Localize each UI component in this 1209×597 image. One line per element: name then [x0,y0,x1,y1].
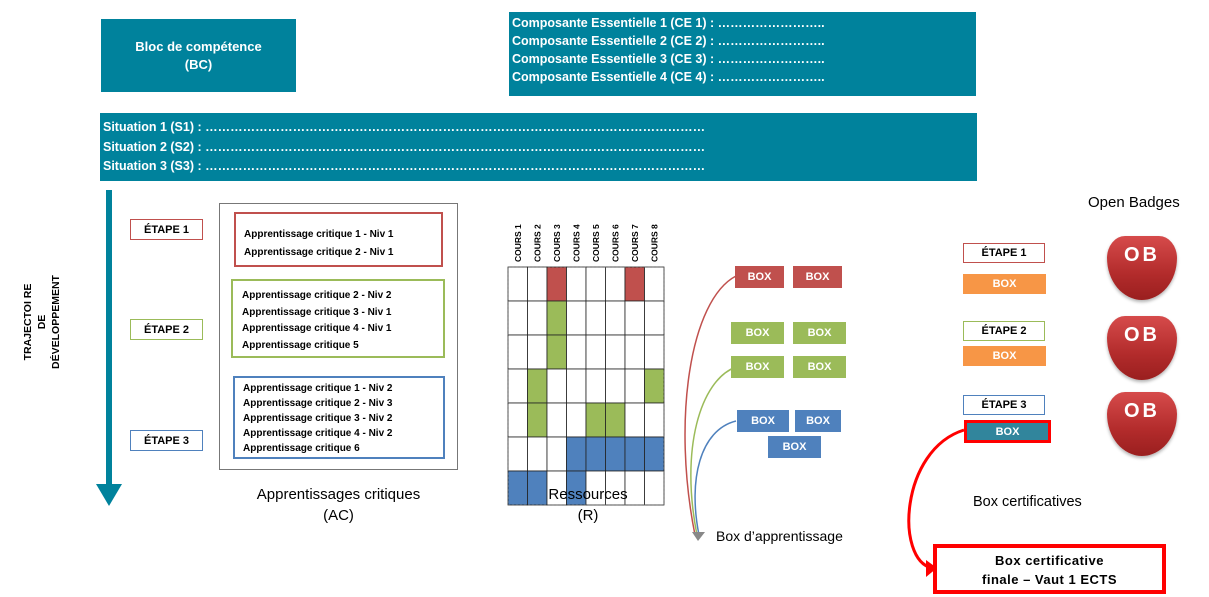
composante-3: Composante Essentielle 3 (CE 3) : ………………… [512,52,825,66]
box-blue-3: BOX [768,436,821,458]
course-label: COURS 4 [571,224,581,262]
ac-item: Apprentissage critique 4 - Niv 2 [243,428,393,439]
cert-etape-3: ÉTAPE 3 [963,395,1045,415]
trajectory-arrow-head [96,484,122,506]
box-red-2: BOX [793,266,842,288]
course-label: COURS 6 [610,224,620,262]
ac-item: Apprentissage critique 2 - Niv 2 [242,290,392,301]
cert-box-3-final: BOX [964,420,1051,443]
situation-1: Situation 1 (S1) : ………………………………………………………… [103,120,706,134]
box-blue-1: BOX [737,410,789,432]
cert-box-2: BOX [963,346,1046,366]
box-blue-2: BOX [795,410,841,432]
ac-item: Apprentissage critique 4 - Niv 1 [242,323,392,334]
cert-etape-1: ÉTAPE 1 [963,243,1045,263]
trajectory-arrow-shaft [106,190,112,488]
ac-item: Apprentissage critique 5 [242,339,359,351]
etape-2-label: ÉTAPE 2 [130,319,203,340]
ac-item: Apprentissage critique 1 - Niv 2 [243,383,393,394]
ac-group-1: Apprentissage critique 1 - Niv 1 Apprent… [234,212,443,267]
box-green-1: BOX [731,322,784,344]
box-certificatives-label: Box certificatives [973,494,1082,510]
ac-caption-line-2: (AC) [323,507,354,524]
bloc-competence: Bloc de compétence (BC) [101,19,296,92]
composantes-essentielles: Composante Essentielle 1 (CE 1) : ………………… [509,12,976,96]
course-label: COURS 3 [552,224,562,262]
final-line-1: Box certificative [995,553,1104,568]
box-red-1: BOX [735,266,784,288]
composante-2: Composante Essentielle 2 (CE 2) : ………………… [512,34,825,48]
course-label: COURS 2 [532,224,542,262]
grid-outline [507,266,665,506]
course-label: COURS 7 [630,224,640,262]
ressources-caption: Ressources (R) [510,484,666,526]
ac-item: Apprentissage critique 6 [243,443,360,454]
situation-2: Situation 2 (S2) : ………………………………………………………… [103,139,706,154]
ac-item: Apprentissage critique 3 - Niv 2 [243,413,393,424]
composante-1: Composante Essentielle 1 (CE 1) : ………………… [512,16,825,30]
course-label: COURS 5 [591,224,601,262]
box-certificative-finale: Box certificative finale – Vaut 1 ECTS [933,544,1166,594]
ac-caption-line-1: Apprentissages critiques [256,486,421,503]
open-badge-3: OB [1107,392,1177,456]
composante-4: Composante Essentielle 4 (CE 4) : ………………… [512,70,825,84]
box-apprentissage-label: Box d’apprentissage [716,528,843,544]
ac-group-3: Apprentissage critique 1 - Niv 2 Apprent… [233,376,445,459]
open-badges-title: Open Badges [1088,194,1180,211]
course-label: COURS 1 [513,224,523,262]
situation-3: Situation 3 (S3) : ………………………………………………………… [103,159,706,173]
final-line-2: finale – Vaut 1 ECTS [982,572,1117,587]
etape-1-label: ÉTAPE 1 [130,219,203,240]
ac-item: Apprentissage critique 2 - Niv 3 [243,398,393,409]
etape-3-label: ÉTAPE 3 [130,430,203,451]
course-label: COURS 8 [649,224,659,262]
situations: Situation 1 (S1) : ………………………………………………………… [100,113,977,181]
ac-group-2: Apprentissage critique 2 - Niv 2 Apprent… [231,279,445,358]
ac-item: Apprentissage critique 3 - Niv 1 [242,306,392,318]
box-green-2: BOX [793,322,846,344]
cert-box-1: BOX [963,274,1046,294]
cert-etape-2: ÉTAPE 2 [963,321,1045,341]
ressources-caption-line-1: Ressources [548,486,628,503]
box-green-4: BOX [793,356,846,378]
ac-caption: Apprentissages critiques (AC) [219,484,458,526]
ac-item: Apprentissage critique 1 - Niv 1 [244,229,394,240]
bloc-title: Bloc de compétence [135,38,262,54]
apprentissages-critiques-frame [219,203,458,470]
bloc-abbrev: (BC) [184,56,213,72]
ressources-caption-line-2: (R) [577,507,599,524]
box-green-3: BOX [731,356,784,378]
ac-item: Apprentissage critique 2 - Niv 1 [244,247,394,258]
